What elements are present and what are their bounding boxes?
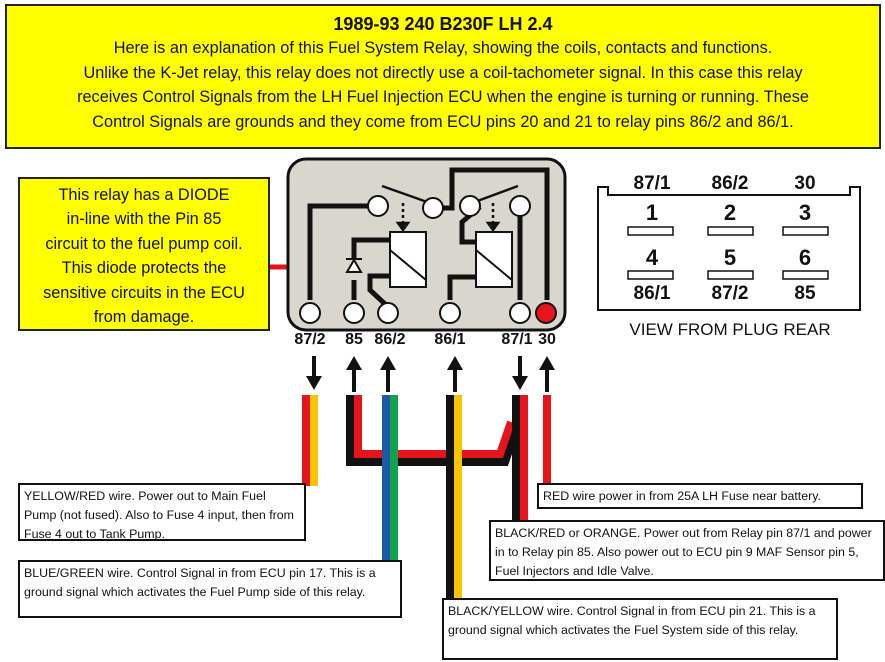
plug-number: 3 bbox=[798, 200, 812, 225]
header-line: Here is an explanation of this Fuel Syst… bbox=[113, 39, 773, 57]
diode-icon bbox=[345, 258, 363, 273]
header-line: Unlike the K-Jet relay, this relay does … bbox=[83, 63, 803, 82]
note-red: RED wire power in from 25A LH Fuse near … bbox=[537, 483, 863, 509]
title: 1989-93 240 B230F LH 2.4 bbox=[333, 14, 553, 34]
pin-label-30: 30 bbox=[538, 331, 556, 348]
note-line: This relay has a DIODE bbox=[58, 186, 230, 204]
plug-label: 87/1 bbox=[633, 173, 671, 194]
note-yellow-red: YELLOW/RED wire. Power out to Main Fuel … bbox=[18, 483, 306, 541]
note-blue-green: BLUE/GREEN wire. Control Signal in from … bbox=[18, 560, 402, 618]
plug-caption: VIEW FROM PLUG REAR bbox=[629, 320, 831, 339]
plug-number: 1 bbox=[645, 200, 659, 225]
plug-label: 85 bbox=[794, 283, 816, 304]
note-line: This diode protects the bbox=[61, 259, 227, 278]
plug-label: 87/2 bbox=[711, 283, 749, 304]
diode-note: This relay has a DIODE in-line with the … bbox=[18, 177, 270, 331]
pin-label-85: 85 bbox=[345, 331, 363, 348]
coil-right bbox=[475, 231, 513, 288]
plug-outline bbox=[597, 186, 861, 311]
plug-number: 4 bbox=[645, 245, 659, 270]
plug-label: 86/2 bbox=[711, 173, 749, 194]
note-line: sensitive circuits in the ECU bbox=[43, 283, 245, 302]
plug-number: 6 bbox=[798, 245, 812, 270]
pin-label-86-2: 86/2 bbox=[374, 331, 406, 348]
relay-terminals bbox=[299, 195, 557, 324]
note-line: circuit to the fuel pump coil. bbox=[45, 234, 243, 253]
plug-label: 86/1 bbox=[633, 283, 671, 304]
switch-contacts bbox=[381, 184, 519, 233]
direction-arrows bbox=[306, 356, 555, 392]
pin-label-86-1: 86/1 bbox=[434, 331, 466, 348]
wires bbox=[302, 395, 551, 600]
note-line: from damage. bbox=[93, 308, 195, 327]
coil-left bbox=[389, 231, 427, 288]
header-line: receives Control Signals from the LH Fue… bbox=[77, 88, 809, 106]
wire-85-red bbox=[354, 395, 515, 458]
plug-label: 30 bbox=[794, 173, 816, 194]
note-line: in-line with the Pin 85 bbox=[66, 210, 222, 229]
plug-number: 5 bbox=[723, 245, 737, 270]
relay-internals bbox=[307, 167, 550, 306]
header-line: Control Signals are grounds and they com… bbox=[92, 112, 794, 131]
pin-label-87-2: 87/2 bbox=[294, 331, 326, 348]
note-black-red: BLACK/RED or ORANGE. Power out from Rela… bbox=[489, 520, 885, 581]
plug-number: 2 bbox=[723, 200, 737, 225]
pin-label-87-1: 87/1 bbox=[501, 331, 533, 348]
note-black-yellow: BLACK/YELLOW wire. Control Signal in fro… bbox=[442, 598, 838, 660]
header-box: 1989-93 240 B230F LH 2.4 Here is an expl… bbox=[5, 4, 881, 149]
